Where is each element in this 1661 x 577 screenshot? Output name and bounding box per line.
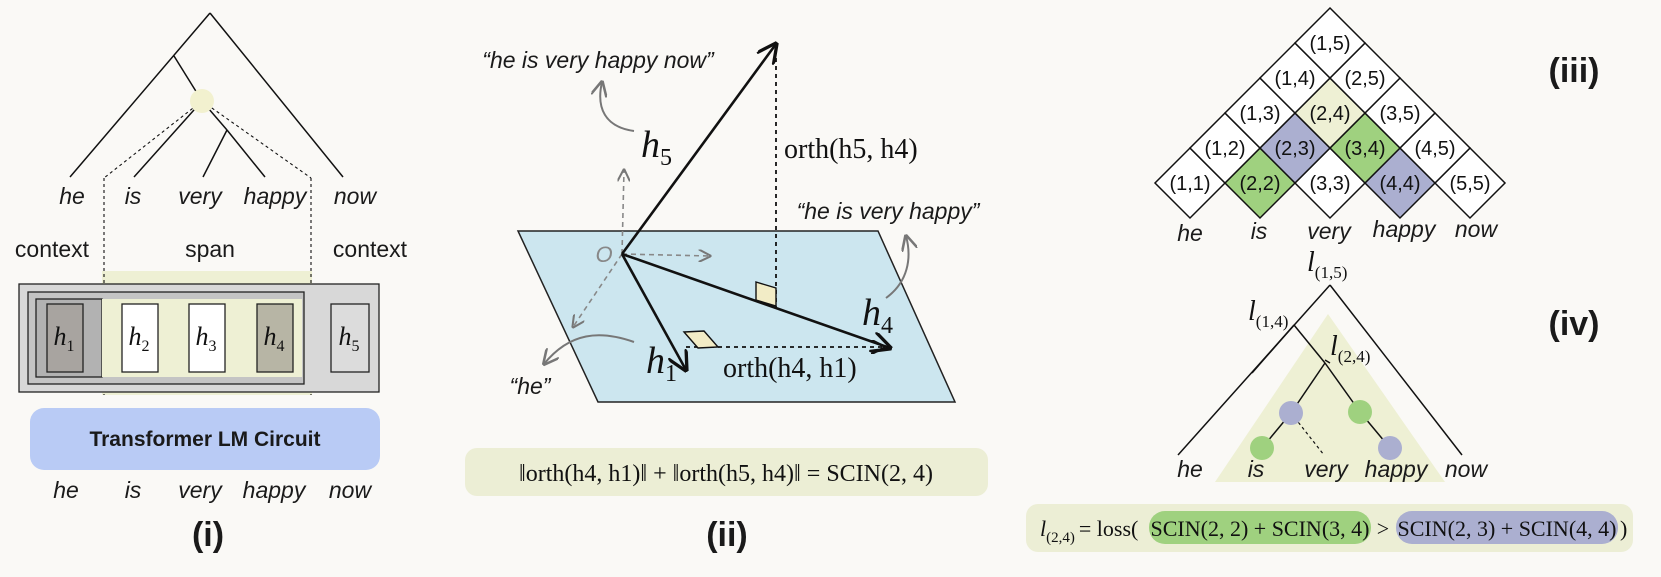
chart-cell-label-1-3: (1,3)	[1239, 103, 1280, 125]
panel-iv: l(1,5) l(1,4) l(2,4) he is very happy no…	[1026, 247, 1633, 552]
word-he-top: he	[59, 183, 85, 209]
node-green-left	[1250, 436, 1274, 460]
tree-word-is: is	[1248, 456, 1265, 482]
vector-h5	[620, 44, 776, 255]
panel-ii: “he is very happy now” O h5 orth(h5, h4)…	[465, 44, 988, 554]
chart-word-very: very	[1307, 218, 1352, 244]
chart-word-happy: happy	[1373, 216, 1437, 242]
transformer-circuit-box	[30, 408, 380, 470]
hidden-box-h4	[256, 303, 294, 373]
word-he-bottom: he	[53, 477, 79, 503]
green-term-text: SCIN(2, 2) + SCIN(3, 4)	[1151, 516, 1370, 541]
context-left-label: context	[15, 236, 90, 262]
chart-word-now: now	[1455, 216, 1499, 242]
chart-cell-label-2-5: (2,5)	[1344, 68, 1385, 90]
node-purple-right	[1378, 436, 1402, 460]
label-l-1-4: l(1,4)	[1248, 296, 1288, 331]
panel-i: he is very happy now context span contex…	[15, 12, 408, 554]
hidden-state-h5: h5	[339, 322, 360, 355]
hidden-state-h3: h3	[196, 322, 217, 355]
chart-cell-label-5-5: (5,5)	[1449, 173, 1490, 195]
origin-label: O	[595, 242, 612, 267]
word-very-bottom: very	[178, 477, 223, 503]
vector-label-h4: h4	[862, 292, 893, 339]
chart-cell-label-2-4: (2,4)	[1309, 103, 1350, 125]
panel-iii: (1,1) (2,2) (3,3) (4,4) (5,5) (1,2) (2,3) (3,4)…	[1153, 6, 1507, 220]
syntax-tree-i	[69, 12, 344, 178]
span-node	[190, 89, 214, 113]
word-happy-bottom: happy	[243, 477, 307, 503]
chart-word-is: is	[1251, 218, 1268, 244]
hidden-box-h1	[46, 303, 84, 373]
chart-cell-label-1-5: (1,5)	[1309, 33, 1350, 55]
curve-arrow-h1	[544, 334, 635, 364]
chart-cell-label-2-3: (2,3)	[1274, 138, 1315, 160]
label-l-2-4: l(2,4)	[1330, 331, 1370, 366]
vector-label-h1: h1	[646, 340, 677, 387]
node-green-right	[1348, 400, 1372, 424]
projection-plane	[516, 230, 957, 403]
hidden-state-h2: h2	[129, 322, 150, 355]
formula-box-ii	[465, 448, 988, 496]
purple-term-text: SCIN(2, 3) + SCIN(4, 4)	[1398, 516, 1617, 541]
chart-cell-label-3-5: (3,5)	[1379, 103, 1420, 125]
chart-cell-label-4-4: (4,4)	[1379, 173, 1420, 195]
green-term-highlight	[1149, 511, 1371, 544]
orth-h5-h4-label: orth(h5, h4)	[784, 134, 918, 165]
quote-full-sentence: “he is very happy now”	[482, 47, 715, 73]
vector-h1	[620, 253, 686, 370]
context-right-label: context	[333, 236, 408, 262]
word-now-bottom: now	[329, 477, 373, 503]
transformer-circuit-label: Transformer LM Circuit	[89, 428, 320, 451]
hidden-state-h1: h1	[54, 322, 75, 355]
panel-label-i: (i)	[192, 516, 224, 554]
tree-word-very: very	[1304, 456, 1349, 482]
tree-word-he: he	[1177, 456, 1203, 482]
chart-cell-label-2-2: (2,2)	[1239, 173, 1280, 195]
greater-than-sign: >	[1377, 516, 1389, 541]
chart-cell-label-3-3: (3,3)	[1309, 173, 1350, 195]
purple-term-highlight	[1396, 511, 1618, 544]
vector-h4	[621, 252, 890, 348]
right-angle-marker-upper	[755, 281, 777, 307]
chart-cell-label-4-5: (4,5)	[1414, 138, 1455, 160]
chart-word-he: he	[1177, 220, 1203, 246]
hidden-box-h2	[121, 303, 159, 373]
right-angle-marker-lower	[682, 330, 720, 349]
chart-cell-label-1-2: (1,2)	[1204, 138, 1245, 160]
formula-scin-2-4: ‖orth(h4, h1)‖ + ‖orth(h5, h4)‖ = SCIN(2…	[519, 461, 933, 487]
word-happy-top: happy	[244, 183, 308, 209]
chart-cell-1-5	[1293, 6, 1367, 80]
label-l-1-5: l(1,5)	[1307, 247, 1347, 282]
word-very-top: very	[178, 183, 223, 209]
quote-he: “he”	[510, 373, 552, 399]
orth-h4-h1-label: orth(h4, h1)	[723, 353, 857, 384]
formula-close-paren: )	[1620, 516, 1627, 541]
word-now-top: now	[334, 183, 378, 209]
word-is-top: is	[125, 183, 142, 209]
panel-label-iv: (iv)	[1549, 305, 1600, 343]
curve-arrow-h4	[885, 236, 909, 299]
tree-word-now: now	[1445, 456, 1489, 482]
chart-cell-label-3-4: (3,4)	[1344, 138, 1385, 160]
loss-formula: l(2,4)= loss(	[1040, 516, 1138, 546]
panel-iii-labels: he is very happy now (iii)	[1177, 52, 1599, 246]
quote-partial-sentence: “he is very happy”	[797, 198, 981, 224]
chart-cell-label-1-1: (1,1)	[1169, 173, 1210, 195]
span-label: span	[185, 236, 235, 262]
panel-label-ii: (ii)	[706, 516, 748, 554]
tree-word-happy: happy	[1365, 456, 1429, 482]
panel-label-iii: (iii)	[1549, 52, 1600, 90]
curve-arrow-h5	[600, 82, 635, 132]
vector-label-h5: h5	[641, 124, 672, 171]
hidden-state-h4: h4	[264, 322, 285, 355]
hidden-box-h5	[330, 303, 370, 373]
hidden-box-h3	[188, 303, 226, 373]
node-purple-left	[1279, 401, 1303, 425]
chart-cell-label-1-4: (1,4)	[1274, 68, 1315, 90]
word-is-bottom: is	[125, 477, 142, 503]
coordinate-axes	[573, 170, 710, 327]
